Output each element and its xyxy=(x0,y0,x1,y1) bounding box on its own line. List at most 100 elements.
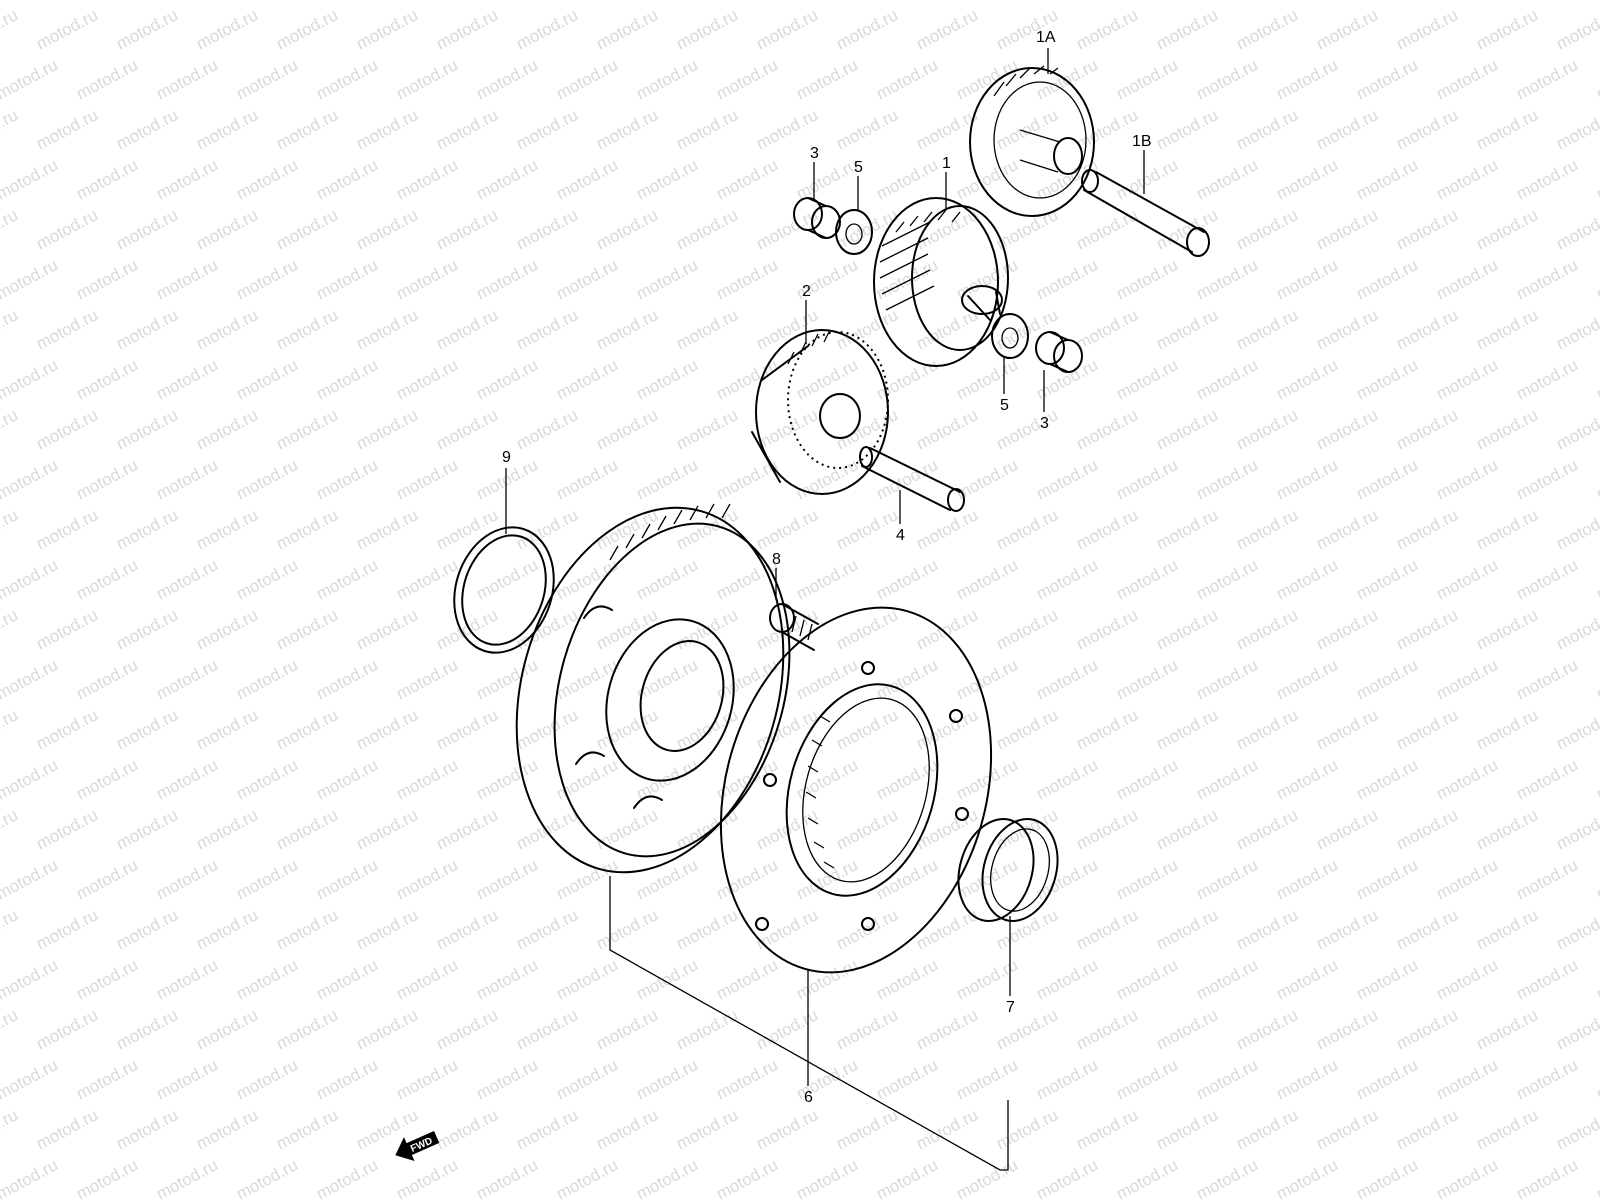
watermark-text: motod.ru xyxy=(1113,655,1181,703)
watermark-text: motod.ru xyxy=(633,155,701,203)
watermark-text: motod.ru xyxy=(793,55,861,103)
part-4-pin xyxy=(859,446,965,512)
watermark-text: motod.ru xyxy=(0,1055,61,1103)
watermark-text: motod.ru xyxy=(153,355,221,403)
watermark-text: motod.ru xyxy=(513,705,581,753)
watermark-text: motod.ru xyxy=(1393,605,1461,653)
watermark-text: motod.ru xyxy=(953,555,1021,603)
watermark-text: motod.ru xyxy=(193,605,261,653)
watermark-text: motod.ru xyxy=(0,855,61,903)
watermark-text: motod.ru xyxy=(113,105,181,153)
watermark-text: motod.ru xyxy=(553,0,621,4)
watermark-text: motod.ru xyxy=(1233,505,1301,553)
watermark-text: motod.ru xyxy=(913,1005,981,1053)
watermark-text: motod.ru xyxy=(113,5,181,53)
watermark-text: motod.ru xyxy=(33,805,101,853)
watermark-text: motod.ru xyxy=(1073,905,1141,953)
watermark-text: motod.ru xyxy=(1153,1105,1221,1153)
watermark-text: motod.ru xyxy=(1473,205,1541,253)
watermark-text: motod.ru xyxy=(1393,305,1461,353)
watermark-text: motod.ru xyxy=(953,1055,1021,1103)
watermark-text: motod.ru xyxy=(393,655,461,703)
watermark-text: motod.ru xyxy=(193,1005,261,1053)
watermark-text: motod.ru xyxy=(913,505,981,553)
watermark-text: motod.ru xyxy=(193,905,261,953)
watermark-text: motod.ru xyxy=(313,655,381,703)
watermark-text: motod.ru xyxy=(193,105,261,153)
watermark-text: motod.ru xyxy=(673,1005,741,1053)
watermark-text: motod.ru xyxy=(233,755,301,803)
watermark-text: motod.ru xyxy=(513,305,581,353)
watermark-text: motod.ru xyxy=(1593,55,1600,103)
watermark-text: motod.ru xyxy=(113,305,181,353)
watermark-text: motod.ru xyxy=(993,1005,1061,1053)
watermark-text: motod.ru xyxy=(73,155,141,203)
watermark-text: motod.ru xyxy=(0,1105,21,1153)
watermark-text: motod.ru xyxy=(553,755,621,803)
watermark-text: motod.ru xyxy=(233,0,301,4)
watermark-text: motod.ru xyxy=(0,5,21,53)
watermark-text: motod.ru xyxy=(673,305,741,353)
watermark-text: motod.ru xyxy=(393,355,461,403)
watermark-text: motod.ru xyxy=(473,1055,541,1103)
watermark-text: motod.ru xyxy=(33,205,101,253)
watermark-text: motod.ru xyxy=(1433,555,1501,603)
watermark-text: motod.ru xyxy=(73,755,141,803)
watermark-text: motod.ru xyxy=(1553,5,1600,53)
watermark-text: motod.ru xyxy=(553,855,621,903)
watermark-text: motod.ru xyxy=(273,205,341,253)
watermark-text: motod.ru xyxy=(1233,405,1301,453)
watermark-text: motod.ru xyxy=(1273,355,1341,403)
watermark-text: motod.ru xyxy=(1473,905,1541,953)
watermark-text: motod.ru xyxy=(1313,1105,1381,1153)
watermark-text: motod.ru xyxy=(1393,5,1461,53)
watermark-text: motod.ru xyxy=(113,1005,181,1053)
watermark-text: motod.ru xyxy=(953,355,1021,403)
watermark-text: motod.ru xyxy=(473,655,541,703)
watermark-text: motod.ru xyxy=(633,355,701,403)
watermark-text: motod.ru xyxy=(393,955,461,1003)
watermark-text: motod.ru xyxy=(1433,1055,1501,1103)
watermark-text: motod.ru xyxy=(433,5,501,53)
watermark-text: motod.ru xyxy=(793,455,861,503)
callout-1a: 1A xyxy=(1036,29,1056,46)
watermark-text: motod.ru xyxy=(1593,1155,1600,1200)
watermark-text: motod.ru xyxy=(73,255,141,303)
watermark-text: motod.ru xyxy=(433,1105,501,1153)
watermark-text: motod.ru xyxy=(0,405,21,453)
watermark-text: motod.ru xyxy=(393,455,461,503)
watermark-text: motod.ru xyxy=(273,505,341,553)
watermark-text: motod.ru xyxy=(1353,55,1421,103)
watermark-text: motod.ru xyxy=(73,355,141,403)
watermark-text: motod.ru xyxy=(33,705,101,753)
watermark-text: motod.ru xyxy=(1593,0,1600,4)
watermark-text: motod.ru xyxy=(833,605,901,653)
watermark-text: motod.ru xyxy=(593,805,661,853)
callout-8: 8 xyxy=(772,551,781,568)
watermark-text: motod.ru xyxy=(993,105,1061,153)
watermark-text: motod.ru xyxy=(193,705,261,753)
watermark-text: motod.ru xyxy=(433,305,501,353)
watermark-text: motod.ru xyxy=(1513,1155,1581,1200)
watermark-text: motod.ru xyxy=(1593,855,1600,903)
watermark-text: motod.ru xyxy=(1553,205,1600,253)
watermark-text: motod.ru xyxy=(713,955,781,1003)
watermark-text: motod.ru xyxy=(1073,5,1141,53)
watermark-text: motod.ru xyxy=(913,1105,981,1153)
watermark-text: motod.ru xyxy=(273,305,341,353)
watermark-text: motod.ru xyxy=(473,355,541,403)
part-1-gear-assembly xyxy=(873,197,1009,367)
watermark-text: motod.ru xyxy=(1193,1055,1261,1103)
watermark-text: motod.ru xyxy=(993,605,1061,653)
watermark-text: motod.ru xyxy=(593,205,661,253)
watermark-text: motod.ru xyxy=(553,355,621,403)
watermark-text: motod.ru xyxy=(1113,355,1181,403)
watermark-text: motod.ru xyxy=(473,555,541,603)
watermark-text: motod.ru xyxy=(1273,155,1341,203)
watermark-text: motod.ru xyxy=(393,855,461,903)
watermark-text: motod.ru xyxy=(1313,105,1381,153)
watermark-text: motod.ru xyxy=(1313,905,1381,953)
watermark-text: motod.ru xyxy=(0,705,21,753)
part-9-ring xyxy=(453,526,555,654)
watermark-text: motod.ru xyxy=(393,1155,461,1200)
